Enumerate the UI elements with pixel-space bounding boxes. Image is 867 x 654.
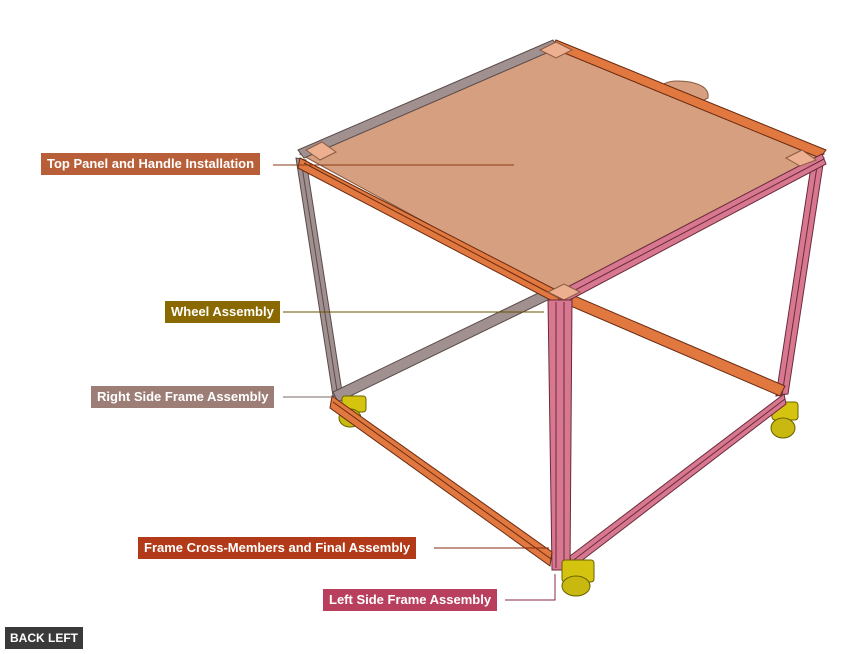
callout-left-side-frame[interactable]: Left Side Frame Assembly (323, 589, 498, 611)
callout-wheel-assembly[interactable]: Wheel Assembly (165, 301, 280, 323)
bracket-right (784, 149, 818, 167)
caster-front (561, 559, 595, 597)
view-back-left-button[interactable]: BACK LEFT (5, 627, 83, 649)
callout-cross-members[interactable]: Frame Cross-Members and Final Assembly (138, 537, 417, 559)
bracket-left (305, 141, 337, 161)
bottom-rail-back-right (551, 287, 786, 397)
callout-right-side-frame[interactable]: Right Side Frame Assembly (91, 386, 275, 408)
bottom-rail-front-left (329, 395, 553, 567)
bracket-back (538, 41, 574, 59)
front-post (547, 299, 573, 571)
bracket-front (546, 283, 582, 301)
bottom-rail-back-left (332, 285, 557, 403)
front-frame (329, 299, 787, 597)
leader-lines (273, 164, 556, 601)
callout-top-panel[interactable]: Top Panel and Handle Installation (41, 153, 261, 175)
top-panel (297, 39, 827, 305)
back-frame (295, 157, 825, 439)
